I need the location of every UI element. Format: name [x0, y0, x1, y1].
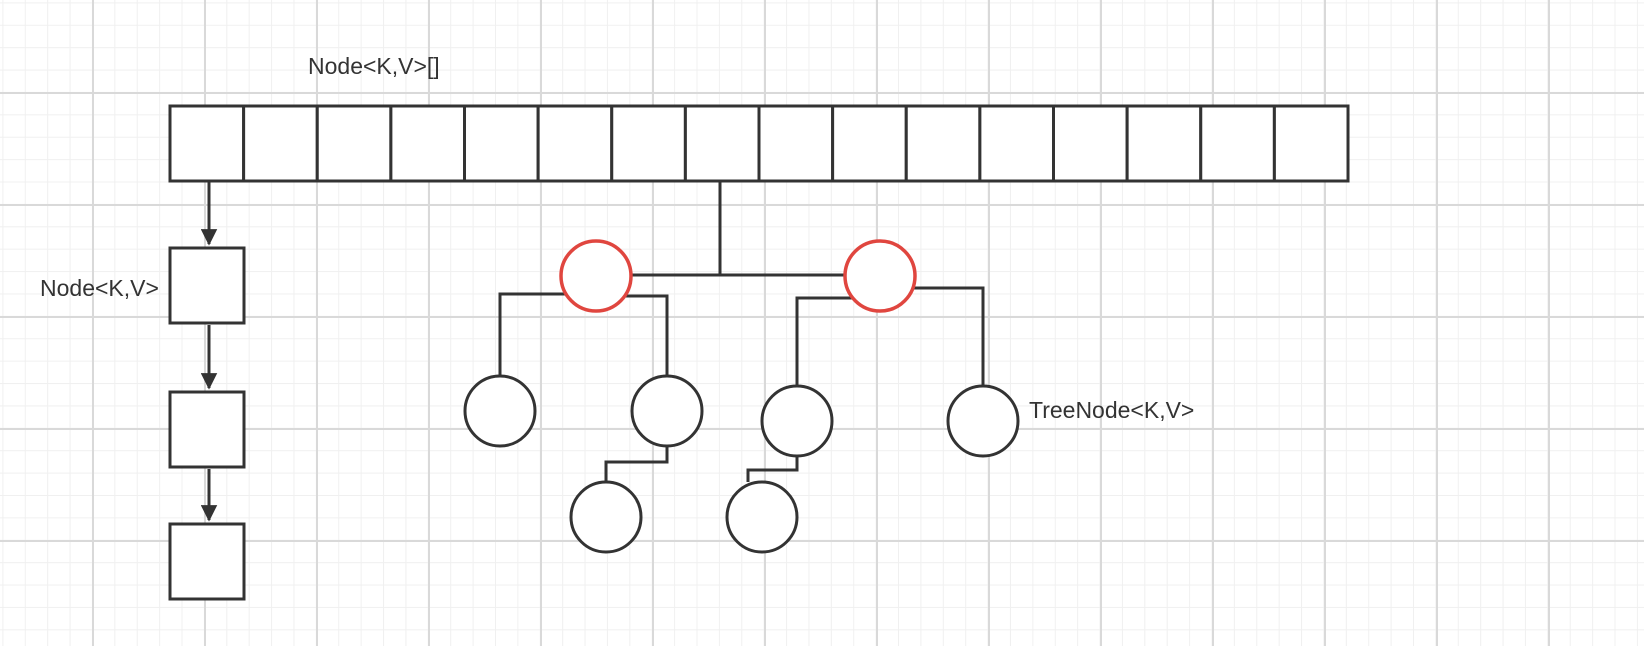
tree-node-left-right-child[interactable]: [569, 480, 643, 554]
array-slot-3[interactable]: [389, 104, 467, 183]
array-slot-9[interactable]: [831, 104, 908, 183]
array-slot-6[interactable]: [610, 104, 687, 183]
array-slot-7[interactable]: [683, 104, 761, 183]
edge-left-root-left-child: [498, 292, 566, 376]
edge-right-root-left-child: [795, 296, 852, 386]
tree-node-right-left[interactable]: [760, 384, 834, 458]
array-slot-1[interactable]: [242, 104, 319, 183]
list-node-1[interactable]: [168, 246, 246, 325]
array-slot-11[interactable]: [978, 104, 1056, 183]
tree-root-node-right[interactable]: [843, 239, 917, 313]
array-slot-2[interactable]: [315, 104, 393, 183]
linked-list: [168, 182, 246, 601]
array-slot-15[interactable]: [1272, 104, 1350, 183]
array-slot-0[interactable]: [168, 104, 246, 183]
tree-node-right-left-child[interactable]: [725, 480, 799, 554]
array-slot-14[interactable]: [1199, 104, 1276, 183]
tree-connectors: [498, 182, 985, 482]
array-label: Node<K,V>[]: [308, 53, 440, 79]
array-slot-12[interactable]: [1052, 104, 1129, 183]
array-slot-13[interactable]: [1125, 104, 1203, 183]
node-array: [168, 104, 1350, 183]
edge-right-root-right-child: [913, 286, 985, 386]
tree-node-left-right[interactable]: [630, 374, 704, 448]
array-slot-8[interactable]: [757, 104, 835, 183]
edge-left-child-leaf: [746, 455, 799, 482]
array-slot-4[interactable]: [463, 104, 540, 183]
list-label: Node<K,V>: [40, 275, 159, 301]
list-node-3[interactable]: [168, 522, 246, 601]
tree-node-right-right[interactable]: [946, 384, 1020, 458]
array-slot-10[interactable]: [904, 104, 982, 183]
tree-root-node-left[interactable]: [559, 239, 633, 313]
list-node-2[interactable]: [168, 390, 246, 469]
tree-node-left-left[interactable]: [463, 374, 537, 448]
edge-left-root-right-child: [622, 294, 669, 376]
tree-node-label: TreeNode<K,V>: [1029, 397, 1194, 423]
array-slot-5[interactable]: [536, 104, 614, 183]
edge-right-child-leaf: [604, 446, 669, 482]
